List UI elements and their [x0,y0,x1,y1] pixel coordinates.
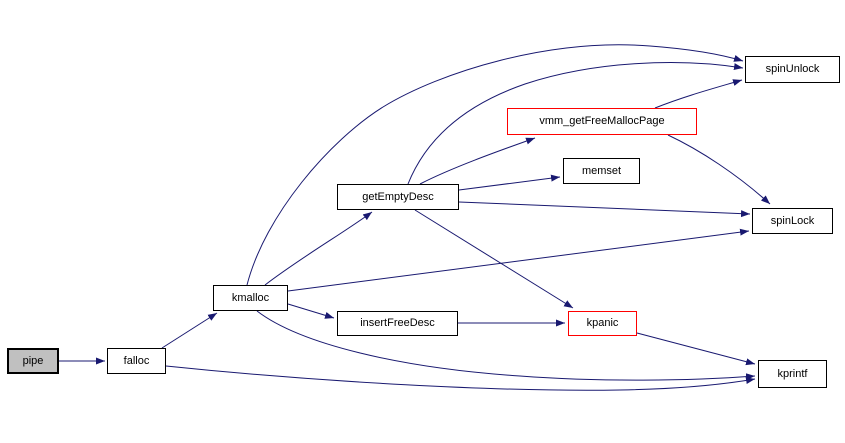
node-kpanic[interactable]: kpanic [568,311,637,336]
node-kprintf[interactable]: kprintf [758,360,827,388]
edge-kmalloc-kprintf [256,310,756,381]
edge-vmm_getFreeMallocPage-spinUnlock [654,79,743,109]
edge-kmalloc-getEmptyDesc [264,211,373,286]
node-memset[interactable]: memset [563,158,640,184]
edge-falloc-kprintf [165,365,756,391]
edge-kmalloc-insertFreeDesc [287,303,335,319]
node-vmm_getFreeMallocPage[interactable]: vmm_getFreeMallocPage [507,108,697,135]
edge-getEmptyDesc-vmm_getFreeMallocPage [419,137,536,185]
edge-kmalloc-spinLock [287,228,750,292]
edge-vmm_getFreeMallocPage-spinLock [667,134,771,205]
edge-getEmptyDesc-memset [458,174,561,191]
edge-getEmptyDesc-spinUnlock [407,62,744,185]
node-spinLock[interactable]: spinLock [752,208,833,234]
node-falloc[interactable]: falloc [107,348,166,374]
edge-falloc-kmalloc [161,312,218,349]
node-getEmptyDesc[interactable]: getEmptyDesc [337,184,459,210]
edge-kpanic-kprintf [636,332,756,366]
edge-kmalloc-spinUnlock [246,44,744,286]
node-spinUnlock[interactable]: spinUnlock [745,56,840,83]
node-kmalloc[interactable]: kmalloc [213,285,288,311]
node-insertFreeDesc[interactable]: insertFreeDesc [337,311,458,336]
node-pipe: pipe [7,348,59,374]
edge-getEmptyDesc-kpanic [414,209,574,309]
edge-getEmptyDesc-spinLock [458,201,751,218]
